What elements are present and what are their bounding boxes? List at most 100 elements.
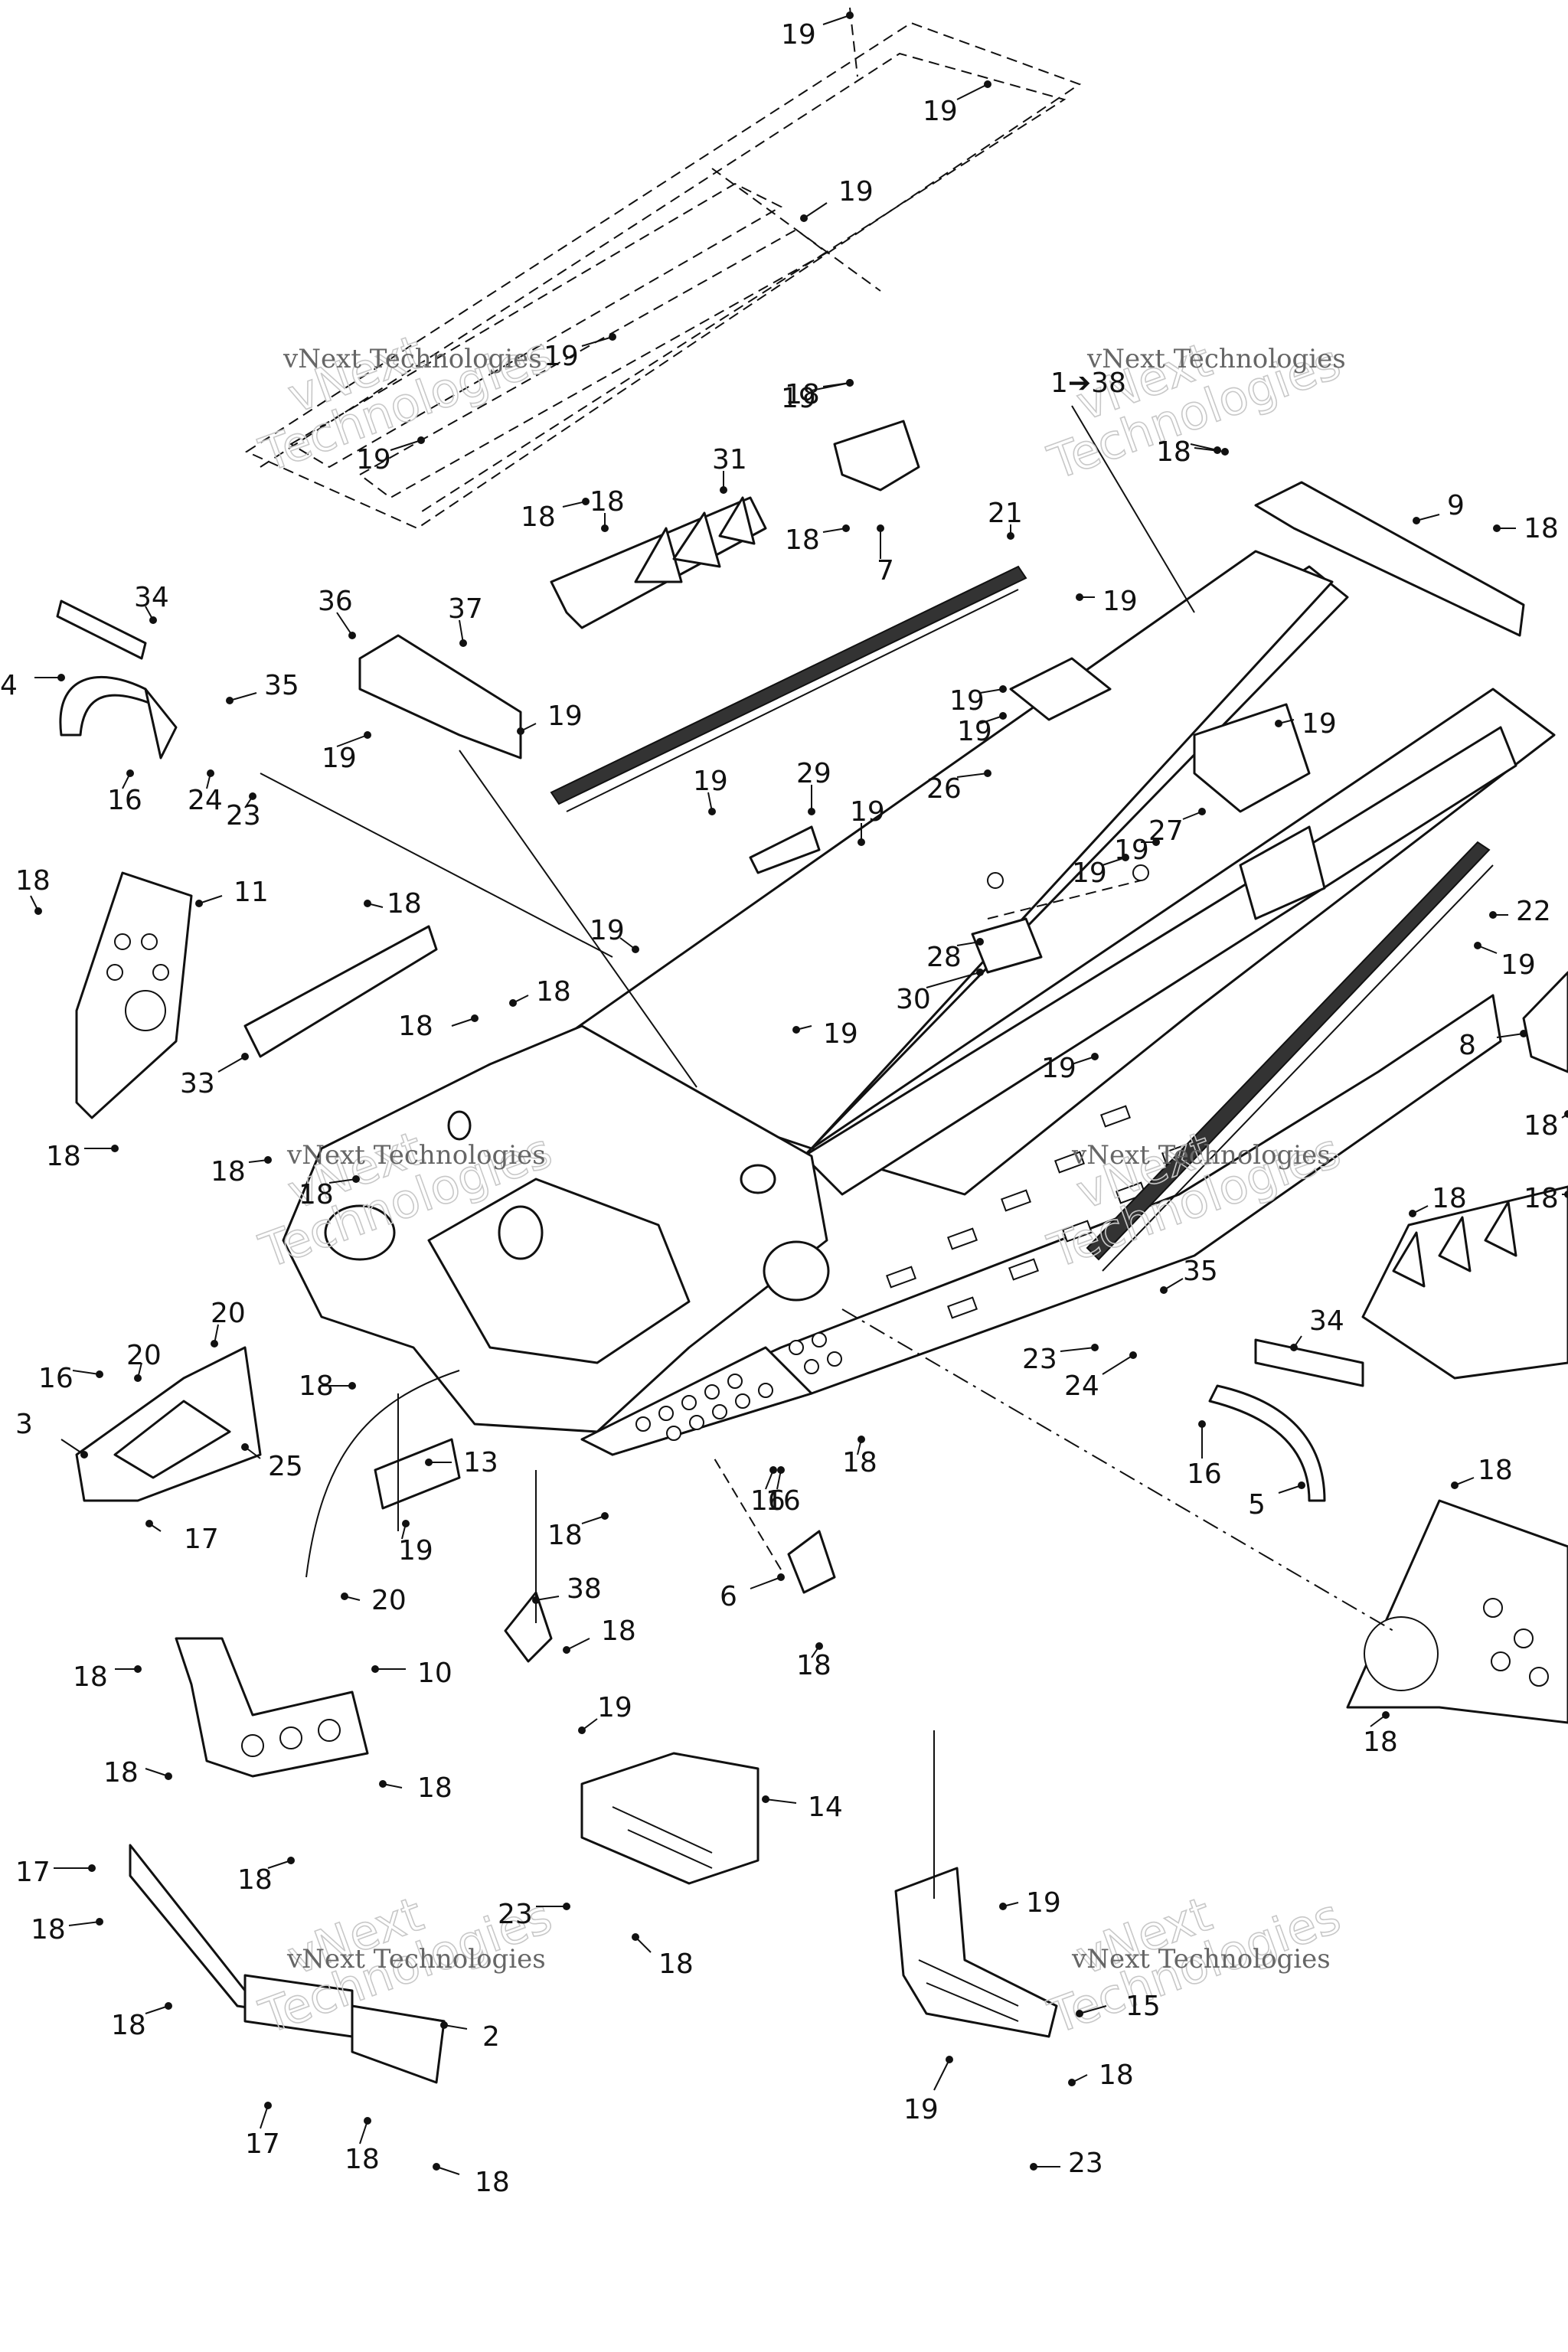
fastener-icon <box>88 1864 96 1872</box>
callout-leader <box>822 15 851 25</box>
fastener-icon <box>601 1512 609 1520</box>
callout-19: 19 <box>923 96 958 127</box>
callout-18: 18 <box>345 2144 380 2175</box>
callout-16: 16 <box>766 1485 801 1517</box>
callout-18: 18 <box>417 1772 452 1804</box>
callout-34: 34 <box>134 582 169 613</box>
callout-19: 19 <box>398 1535 433 1566</box>
fastener-icon <box>1007 532 1014 540</box>
callout-18: 18 <box>1156 436 1191 468</box>
fastener-icon <box>1409 1210 1416 1217</box>
callout-10: 10 <box>417 1658 452 1689</box>
callout-37: 37 <box>448 593 483 625</box>
part-11-side-plate <box>75 871 193 1119</box>
callout-17: 17 <box>245 2128 280 2160</box>
callout-19: 19 <box>1102 586 1138 617</box>
fastener-icon <box>582 498 590 505</box>
part-33-bar <box>243 925 438 1058</box>
fastener-icon <box>126 769 134 777</box>
fastener-icon <box>207 769 214 777</box>
fastener-icon <box>1076 2010 1083 2017</box>
callout-25: 25 <box>268 1451 303 1482</box>
callout-18: 18 <box>111 2010 146 2041</box>
callout-19: 19 <box>850 796 885 828</box>
callout-11: 11 <box>234 877 269 908</box>
callout-18: 18 <box>1432 1183 1467 1214</box>
callout-19: 19 <box>1026 1887 1061 1919</box>
fastener-icon <box>1451 1481 1459 1489</box>
fastener-icon <box>601 524 609 532</box>
callout-19: 19 <box>597 1692 632 1723</box>
callout-36: 36 <box>318 586 353 617</box>
callout-leader <box>1071 1056 1096 1065</box>
callout-leader <box>359 2120 368 2145</box>
callout-18: 18 <box>299 1179 334 1210</box>
callout-18: 18 <box>785 524 820 556</box>
fastener-icon <box>34 907 42 915</box>
callout-8: 8 <box>1459 1030 1476 1061</box>
foot-plate-holes <box>635 1332 842 1441</box>
callout-17: 17 <box>15 1857 51 1888</box>
callout-19: 19 <box>1041 1053 1076 1084</box>
fastener-icon <box>976 938 984 946</box>
fastener-icon <box>777 1573 785 1581</box>
part-34-strap-left <box>56 599 147 660</box>
callout-18: 18 <box>1156 436 1191 468</box>
callout-leader <box>822 382 851 387</box>
fastener-icon <box>1068 2079 1076 2086</box>
fastener-icon <box>241 1053 249 1060</box>
callout-19: 19 <box>781 383 816 414</box>
callout-18: 18 <box>1478 1455 1513 1486</box>
callout-28: 28 <box>926 942 962 973</box>
fastener-icon <box>111 1145 119 1152</box>
callout-23: 23 <box>226 800 261 831</box>
callout-leader <box>1190 443 1218 451</box>
fastener-icon <box>1129 1351 1137 1359</box>
fastener-icon <box>1520 1030 1527 1037</box>
fastener-icon <box>846 379 854 387</box>
callout-15: 15 <box>1125 1991 1161 2022</box>
fastener-icon <box>999 1903 1007 1910</box>
callout-23: 23 <box>1022 1344 1057 1375</box>
fastener-icon <box>134 1665 142 1673</box>
callout-18: 18 <box>785 379 820 410</box>
part-36-bracket <box>358 634 522 760</box>
callout-16: 16 <box>38 1363 74 1394</box>
callout-leader <box>1278 1485 1302 1494</box>
callout-24: 24 <box>1064 1370 1099 1402</box>
callout-leader <box>956 941 981 946</box>
callout-leader <box>535 1596 560 1601</box>
fastener-icon <box>211 1340 218 1348</box>
rail-strip-22 <box>1086 841 1494 1272</box>
callout-18: 18 <box>46 1141 81 1172</box>
fastener-icon <box>1413 517 1420 524</box>
fastener-icon <box>777 1466 785 1474</box>
callout-19: 19 <box>356 444 391 475</box>
rail-strip-21 <box>550 565 1027 812</box>
fastener-icon <box>792 1026 800 1034</box>
callout-4: 4 <box>0 670 18 701</box>
fastener-icon <box>1382 1711 1390 1719</box>
callout-22: 22 <box>1516 896 1551 927</box>
fastener-icon <box>1091 1344 1099 1351</box>
fastener-icon <box>348 1382 356 1390</box>
callout-19: 19 <box>590 915 625 946</box>
callout-leader <box>229 692 257 701</box>
callout-leader <box>1416 514 1440 521</box>
part-15-bracket <box>894 1867 1058 2038</box>
fastener-icon <box>1030 2163 1037 2171</box>
fastener-icon <box>1152 838 1160 846</box>
callout-35: 35 <box>264 670 299 701</box>
watermark-small-2: vNext Technologies <box>1086 344 1346 374</box>
fastener-icon <box>1489 911 1497 919</box>
callout-20: 20 <box>126 1340 162 1371</box>
callout-18: 18 <box>15 865 51 897</box>
callout-18: 18 <box>590 486 625 518</box>
tunnel-top-cover <box>244 7 1082 530</box>
fastener-icon <box>762 1795 769 1803</box>
callout-leader <box>1194 447 1226 452</box>
callout-16: 16 <box>107 785 142 816</box>
callout-18: 18 <box>103 1757 139 1788</box>
callout-leader <box>390 439 422 451</box>
